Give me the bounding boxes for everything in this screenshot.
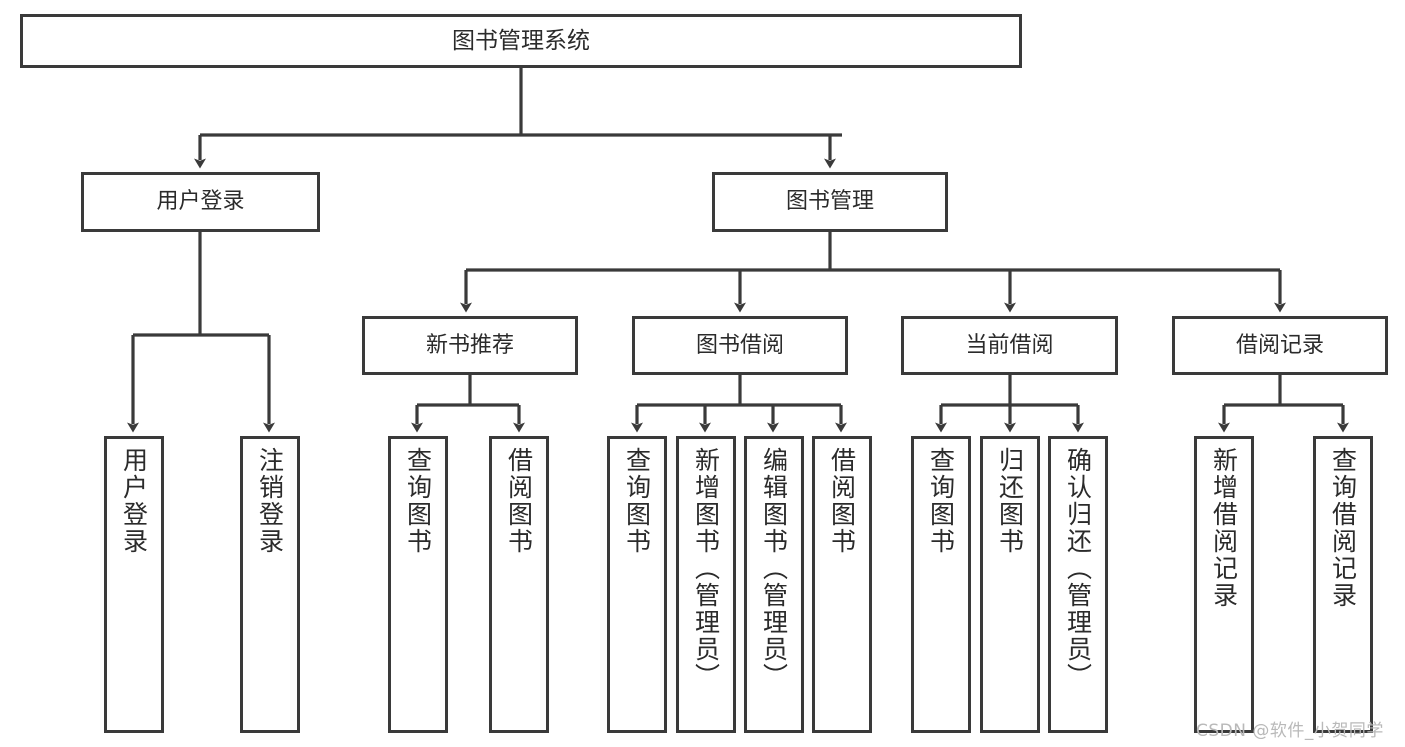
node-label: 借阅记录 [1235,332,1324,358]
leaf-record-add-record[interactable]: 新增借阅记录 [1194,436,1254,733]
leaf-user-login[interactable]: 用户登录 [104,436,164,733]
node-current-borrow[interactable]: 当前借阅 [901,316,1118,375]
leaf-current-return-book[interactable]: 归还图书 [980,436,1040,733]
leaf-borrow-query-book[interactable]: 查询图书 [607,436,667,733]
node-book-management[interactable]: 图书管理 [712,172,948,232]
node-label: 借阅图书 [504,447,534,555]
node-label: 借阅图书 [827,447,857,555]
node-label: 图书管理 [785,189,874,215]
node-label: 用户登录 [119,447,149,555]
leaf-current-query-book[interactable]: 查询图书 [911,436,971,733]
node-user-login[interactable]: 用户登录 [81,172,320,232]
node-label: 注销登录 [255,447,285,555]
node-label: 当前借阅 [965,332,1054,358]
node-label: 新增借阅记录 [1209,447,1239,609]
leaf-recommend-borrow-book[interactable]: 借阅图书 [489,436,549,733]
leaf-recommend-query-book[interactable]: 查询图书 [388,436,448,733]
leaf-borrow-edit-book[interactable]: 编辑图书（管理员） [744,436,804,733]
node-label: 查询图书 [403,447,433,555]
node-label: 图书管理系统 [452,27,590,54]
node-label: 归还图书 [995,447,1025,555]
node-root-system[interactable]: 图书管理系统 [20,14,1022,68]
leaf-record-query-record[interactable]: 查询借阅记录 [1313,436,1373,733]
node-label: 查询图书 [622,447,652,555]
node-label: 新增图书（管理员） [691,447,721,690]
leaf-borrow-add-book[interactable]: 新增图书（管理员） [676,436,736,733]
leaf-current-confirm-return[interactable]: 确认归还（管理员） [1048,436,1108,733]
leaf-borrow-borrow-book[interactable]: 借阅图书 [812,436,872,733]
node-label: 确认归还（管理员） [1063,447,1093,690]
node-label: 查询图书 [926,447,956,555]
node-new-book-recommend[interactable]: 新书推荐 [362,316,578,375]
node-label: 新书推荐 [425,332,514,358]
node-borrow-record[interactable]: 借阅记录 [1172,316,1388,375]
node-label: 图书借阅 [695,332,784,358]
node-book-borrow[interactable]: 图书借阅 [632,316,848,375]
node-label: 用户登录 [156,189,245,215]
node-label: 编辑图书（管理员） [759,447,789,690]
leaf-user-logout[interactable]: 注销登录 [240,436,300,733]
node-label: 查询借阅记录 [1328,447,1358,609]
